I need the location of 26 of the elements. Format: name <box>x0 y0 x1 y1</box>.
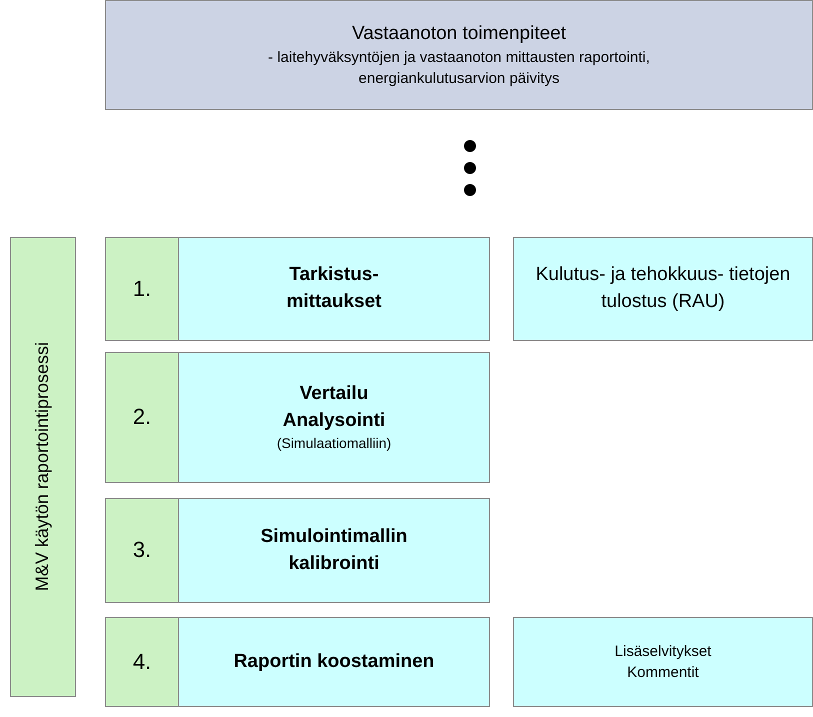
process-band <box>10 237 76 697</box>
step-number: 4. <box>132 648 152 676</box>
comment-text: Lisäselvitykset Kommentit <box>614 642 712 683</box>
step-number: 1. <box>132 274 152 303</box>
step-box <box>178 617 490 707</box>
step-title: Vertailu Analysointi <box>282 382 386 433</box>
step-title: Raportin koostaminen <box>234 650 434 674</box>
step-number-box <box>105 617 179 707</box>
step-number: 2. <box>132 403 152 432</box>
text-heading: Vastaanoton toimenpiteet <box>352 22 566 46</box>
step-box <box>178 498 490 603</box>
step-title: Tarkistus- mittaukset <box>285 263 383 314</box>
step-number-box <box>105 352 179 483</box>
step-box <box>178 352 490 483</box>
step-number: 3. <box>132 536 152 564</box>
step-note: (Simulaatiomalliin) <box>276 434 392 454</box>
step-number-box <box>105 237 179 341</box>
step-number-box <box>105 498 179 603</box>
header-box <box>105 0 813 110</box>
output-box <box>513 237 813 341</box>
description-text: - laitehyväksyntöjen ja vastaanoton mittausten raportointi, energiankulutusarvion päivitys <box>267 48 651 90</box>
step-box <box>178 237 490 341</box>
comment-box <box>513 617 813 707</box>
step-title: Simulointimallin kalibrointi <box>260 524 408 576</box>
output-text: Kulutus- ja tehokkuus- tietojen tulostus (RAU) <box>534 263 792 314</box>
process-title: M&V käytön raportointiprosessi <box>31 342 54 592</box>
